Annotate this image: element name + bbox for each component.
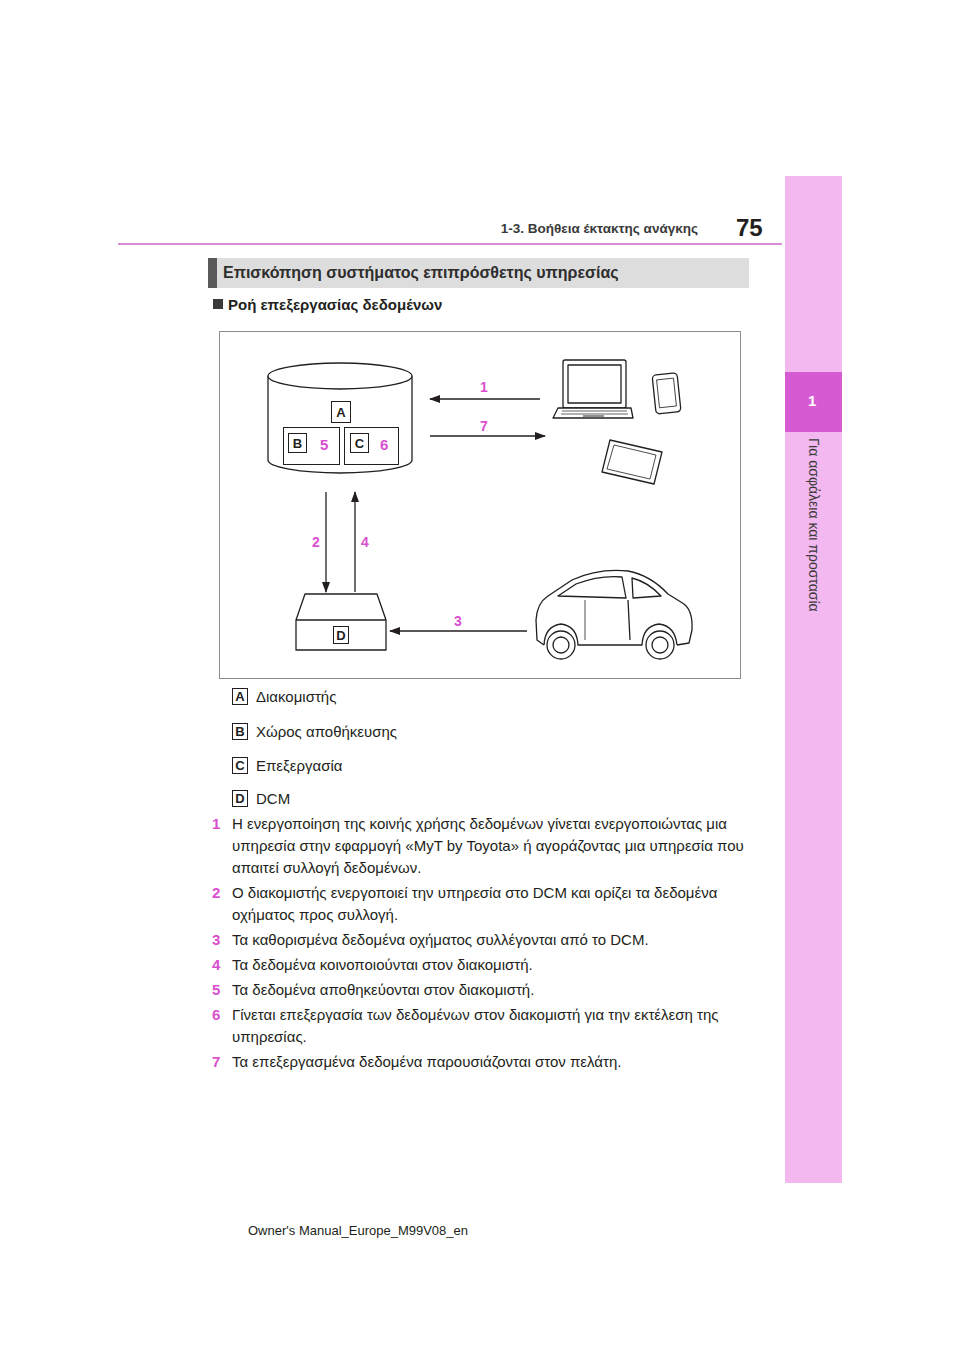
callout-number: 7 [480,418,488,435]
cylinder-body [268,376,412,473]
step-number: 4 [212,954,232,976]
key-letter: B [232,723,248,740]
dcm-shape [296,594,386,650]
key-letter: D [232,790,248,807]
side-tab-band [785,176,842,1183]
step-row: 6Γίνεται επεξεργασία των δεδομένων στον … [212,1004,747,1048]
tab-vertical-text: Για ασφάλεια και προστασία [805,438,822,612]
section-heading: Επισκόπηση συστήματος επιπρόσθετης υπηρε… [223,263,619,282]
step-number: 6 [212,1004,232,1048]
section-bar [208,258,749,288]
step-number: 1 [212,813,232,879]
callout-number: 4 [361,534,369,551]
step-text: Τα επεξεργασμένα δεδομένα παρουσιάζονται… [232,1051,744,1073]
step-text: Τα δεδομένα κοινοποιούνται στον διακομισ… [232,954,744,976]
key-text: Επεξεργασία [256,757,342,775]
step-number: 3 [212,929,232,951]
step-text: Ο διακομιστής ενεργοποιεί την υπηρεσία σ… [232,882,744,926]
callout-number: 5 [320,436,328,454]
step-row: 2Ο διακομιστής ενεργοποιεί την υπηρεσία … [212,882,747,926]
step-number: 7 [212,1051,232,1073]
flow-arrow [430,398,540,399]
chapter-header: 1-3. Βοήθεια έκτακτης ανάγκης [501,221,698,237]
step-text: Η ενεργοποίηση της κοινής χρήσης δεδομέν… [232,813,744,879]
key-letter: D [333,626,349,644]
flow-arrow [430,435,545,436]
key-text: DCM [256,790,290,808]
step-row: 4Τα δεδομένα κοινοποιούνται στον διακομι… [212,954,747,976]
page-number: 75 [736,214,763,243]
server-cylinder: AB5C6 [267,362,413,474]
tab-number: 1 [808,392,816,410]
step-number: 2 [212,882,232,926]
laptop-icon [553,360,633,418]
step-row: 7Τα επεξεργασμένα δεδομένα παρουσιάζοντα… [212,1051,747,1073]
flow-arrow [390,630,527,631]
callout-number: 3 [454,613,462,630]
step-text: Γίνεται επεξεργασία των δεδομένων στον δ… [232,1004,744,1048]
section-bar-stripe [208,258,217,288]
callout-number: 6 [380,436,388,454]
car-illustration [536,570,692,659]
step-row: 3Τα καθορισμένα δεδομένα οχήματος συλλέγ… [212,929,747,951]
step-row: 5Τα δεδομένα αποθηκεύονται στον διακομισ… [212,979,747,1001]
key-letter: A [331,401,351,423]
flow-arrow [325,492,326,592]
key-letter: A [232,688,248,705]
key-text: Χώρος αποθήκευσης [256,723,397,741]
step-text: Τα δεδομένα αποθηκεύονται στον διακομιστ… [232,979,744,1001]
cylinder-top [268,363,412,389]
phone-icon [652,373,681,414]
callout-number: 1 [480,379,488,396]
bullet-square [213,299,223,309]
side-tab-block [785,372,842,432]
callout-number: 2 [312,534,320,551]
key-letter: B [288,433,307,453]
dcm-box: D [295,593,387,651]
diagram-frame [220,332,741,679]
step-row: 1Η ενεργοποίηση της κοινής χρήσης δεδομέ… [212,813,747,879]
tablet-icon [602,440,662,484]
subsection-heading: Ροή επεξεργασίας δεδομένων [228,296,442,314]
step-list: 1Η ενεργοποίηση της κοινής χρήσης δεδομέ… [212,813,747,1076]
storage-box: B5 [283,427,340,465]
key-letter: C [232,757,248,774]
footer-text: Owner's Manual_Europe_M99V08_en [248,1223,468,1239]
processing-box: C6 [344,427,399,465]
flow-arrow [354,492,355,592]
step-number: 5 [212,979,232,1001]
key-text: Διακομιστής [256,688,336,706]
step-text: Τα καθορισμένα δεδομένα οχήματος συλλέγο… [232,929,744,951]
key-letter: C [350,433,369,453]
header-rule [118,243,782,245]
